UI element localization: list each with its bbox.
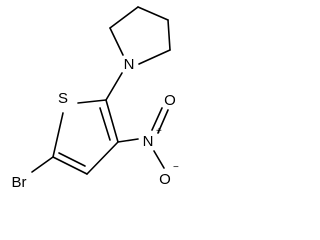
atom-label-o-bottom: O <box>159 171 171 188</box>
bond-c3-c4 <box>86 141 119 175</box>
bond-c2-c3-inner <box>99 107 111 141</box>
molecule-drawing: S N Br N + O O − <box>12 6 179 191</box>
bond-nnitro-otop-2 <box>151 107 163 131</box>
atom-label-br: Br <box>12 174 27 191</box>
bond-pyrr-c2-c3 <box>137 6 169 21</box>
bond-c5-br <box>31 156 54 173</box>
bond-nnitro-obottom <box>153 150 165 169</box>
charge-n-nitro: + <box>156 126 162 137</box>
bond-c2-c3 <box>105 99 119 143</box>
bond-c4-c5-inner <box>58 152 86 167</box>
bond-nnitro-otop <box>157 109 169 134</box>
bond-pyrr-c4-n <box>138 49 171 65</box>
bond-c4-c5 <box>52 156 88 175</box>
bond-c5-s <box>52 112 64 158</box>
structure-diagram: S N Br N + O O − <box>0 0 195 195</box>
atom-label-n-nitro: N <box>143 133 154 150</box>
atom-label-n-pyrrolidine: N <box>124 56 135 73</box>
bond-pyrr-n-c1 <box>109 27 124 56</box>
charge-o-bottom: − <box>173 162 179 173</box>
atom-label-s: S <box>58 90 68 107</box>
bond-s-c2 <box>77 99 107 104</box>
bond-pyrr-c1-c2 <box>109 6 139 29</box>
bond-n-c2 <box>105 72 123 101</box>
atom-label-o-top: O <box>164 92 176 109</box>
bond-pyrr-c3-c4 <box>167 19 171 51</box>
bond-c3-nnitro <box>117 138 139 143</box>
